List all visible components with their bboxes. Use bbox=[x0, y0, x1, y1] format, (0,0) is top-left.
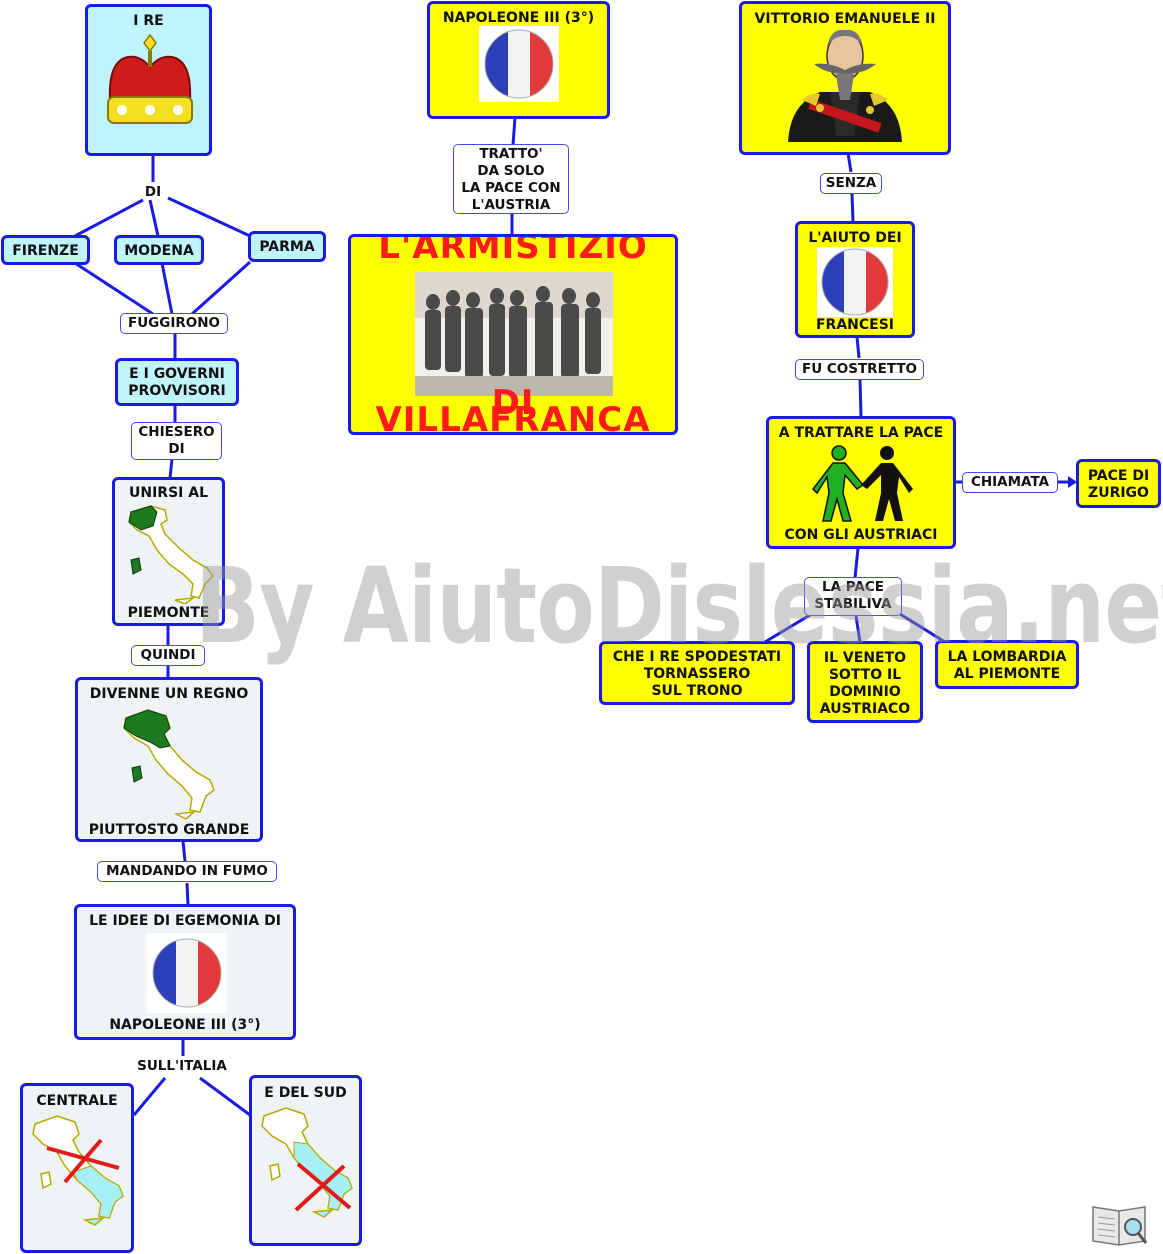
node-label: AUSTRIACO bbox=[819, 701, 911, 717]
link-label: LA PACE bbox=[822, 579, 884, 595]
node-label: IL VENETO bbox=[823, 650, 907, 666]
watermark: By AiutoDislessia.net bbox=[195, 545, 1163, 667]
link-senza[interactable]: SENZA bbox=[820, 173, 882, 194]
node-label: CENTRALE bbox=[36, 1093, 118, 1109]
crown-icon bbox=[107, 33, 193, 124]
link-label: DI bbox=[168, 441, 185, 457]
node-label: CON GLI AUSTRIACI bbox=[784, 527, 938, 543]
node-modena[interactable]: MODENA bbox=[114, 235, 204, 265]
node-idee[interactable]: LE IDEE DI EGEMONIA DI NAPOLEONE III (3°… bbox=[74, 904, 296, 1040]
french-flag-icon bbox=[479, 26, 559, 102]
node-napoleone-top[interactable]: NAPOLEONE III (3°) bbox=[427, 1, 610, 119]
node-label: E DEL SUD bbox=[264, 1085, 347, 1101]
link-di: DI bbox=[144, 184, 162, 200]
link-tratto[interactable]: TRATTO' DA SOLO LA PACE CON L'AUSTRIA bbox=[453, 144, 569, 214]
node-label: A TRATTARE LA PACE bbox=[778, 425, 944, 441]
french-flag-icon bbox=[817, 247, 893, 317]
link-label: STABILIVA bbox=[814, 596, 892, 612]
link-mandando[interactable]: MANDANDO IN FUMO bbox=[97, 861, 277, 882]
node-label: SOTTO IL bbox=[828, 667, 902, 683]
node-trattare[interactable]: A TRATTARE LA PACE CON GLI AUSTRIACI bbox=[766, 416, 956, 549]
node-zurigo[interactable]: PACE DI ZURIGO bbox=[1076, 459, 1161, 508]
node-label: VITTORIO EMANUELE II bbox=[754, 11, 936, 27]
link-quindi[interactable]: QUINDI bbox=[131, 645, 205, 666]
french-flag-icon bbox=[147, 933, 227, 1013]
node-label: I RE bbox=[133, 13, 164, 29]
italy-map-icon bbox=[123, 709, 215, 820]
node-label: DIVENNE UN REGNO bbox=[89, 686, 249, 702]
node-label: DOMINIO bbox=[829, 684, 901, 700]
node-label: AL PIEMONTE bbox=[953, 666, 1061, 682]
node-label: MODENA bbox=[124, 243, 194, 259]
link-chiesero[interactable]: CHIESERO DI bbox=[131, 422, 222, 460]
link-sull-italia: SULL'ITALIA bbox=[137, 1058, 227, 1074]
node-label: PROVVISORI bbox=[128, 383, 226, 399]
node-lombardia[interactable]: LA LOMBARDIA AL PIEMONTE bbox=[935, 640, 1079, 689]
node-firenze[interactable]: FIRENZE bbox=[1, 235, 90, 265]
link-chiamata[interactable]: CHIAMATA bbox=[962, 472, 1058, 493]
italy-map-icon bbox=[261, 1107, 353, 1218]
node-label: TORNASSERO bbox=[643, 666, 751, 682]
link-label: TRATTO' bbox=[479, 146, 543, 162]
italy-map-icon bbox=[128, 505, 214, 604]
node-i-re[interactable]: I RE bbox=[85, 4, 212, 156]
node-label: PACE DI bbox=[1087, 468, 1150, 484]
book-logo-icon bbox=[1092, 1206, 1148, 1246]
node-veneto[interactable]: IL VENETO SOTTO IL DOMINIO AUSTRIACO bbox=[807, 641, 923, 723]
node-label: E I GOVERNI bbox=[129, 366, 225, 382]
node-label: FRANCESI bbox=[815, 317, 895, 333]
link-pace-stabiliva[interactable]: LA PACE STABILIVA bbox=[804, 577, 902, 616]
node-governi[interactable]: E I GOVERNI PROVVISORI bbox=[115, 358, 239, 406]
node-label: NAPOLEONE III (3°) bbox=[109, 1017, 261, 1033]
node-label: UNIRSI AL bbox=[129, 485, 208, 501]
node-label: NAPOLEONE III (3°) bbox=[442, 10, 595, 26]
handshake-icon bbox=[812, 445, 913, 522]
node-label: FIRENZE bbox=[12, 243, 79, 259]
node-parma[interactable]: PARMA bbox=[248, 231, 326, 262]
node-label: LA LOMBARDIA bbox=[947, 649, 1067, 665]
link-label: LA PACE CON bbox=[461, 180, 561, 196]
king-portrait-icon bbox=[788, 29, 902, 142]
node-label: CHE I RE SPODESTATI bbox=[612, 649, 782, 665]
node-label: SUL TRONO bbox=[651, 683, 743, 699]
diagram-title-line-1: L'ARMISTIZIO bbox=[378, 234, 648, 267]
node-unirsi[interactable]: UNIRSI AL PIEMONTE bbox=[112, 477, 225, 626]
link-label: DA SOLO bbox=[477, 163, 545, 179]
engraving-image bbox=[415, 272, 613, 396]
node-aiuto[interactable]: L'AIUTO DEI FRANCESI bbox=[795, 221, 915, 338]
node-label: LE IDEE DI EGEMONIA DI bbox=[89, 913, 281, 929]
node-armistizio[interactable]: L'ARMISTIZIO DI VILLAFRANCA bbox=[348, 234, 678, 435]
node-vittorio[interactable]: VITTORIO EMANUELE II bbox=[739, 1, 951, 155]
node-sud[interactable]: E DEL SUD bbox=[249, 1075, 362, 1246]
link-fuggirono[interactable]: FUGGIRONO bbox=[120, 313, 228, 334]
node-regno[interactable]: DIVENNE UN REGNO PIUTTOSTO GRANDE bbox=[75, 677, 263, 842]
node-label: PARMA bbox=[259, 239, 315, 255]
node-label: L'AIUTO DEI bbox=[808, 230, 902, 246]
link-fu-costretto[interactable]: FU COSTRETTO bbox=[795, 359, 924, 380]
node-label: PIUTTOSTO GRANDE bbox=[88, 822, 250, 838]
link-label: CHIESERO bbox=[138, 424, 215, 440]
diagram-title-line-2: DI VILLAFRANCA bbox=[375, 383, 651, 435]
node-centrale[interactable]: CENTRALE bbox=[20, 1083, 134, 1253]
link-label: L'AUSTRIA bbox=[471, 197, 551, 213]
node-spodestati[interactable]: CHE I RE SPODESTATI TORNASSERO SUL TRONO bbox=[599, 641, 795, 705]
italy-map-icon bbox=[32, 1115, 124, 1226]
node-label: PIEMONTE bbox=[127, 605, 210, 621]
node-label: ZURIGO bbox=[1088, 485, 1149, 501]
